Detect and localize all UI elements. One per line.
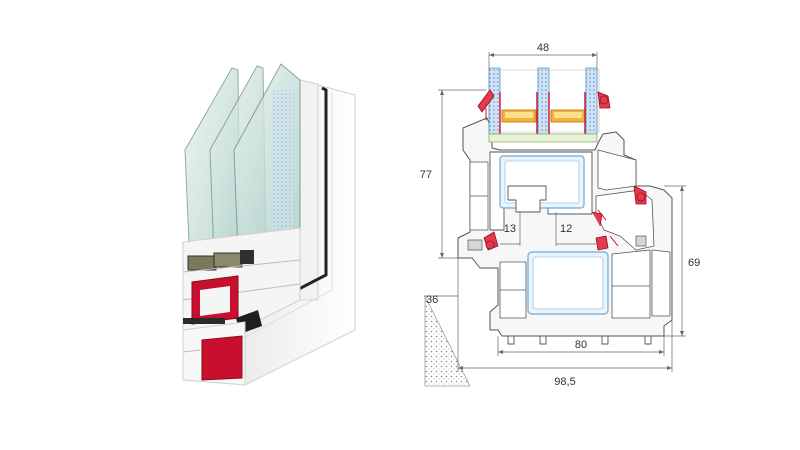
profile-section-drawing: 48 77 69 13 12 36 80 98,5: [420, 42, 701, 388]
gaskets: [477, 89, 647, 251]
triple-glazing: [184, 63, 301, 266]
dim-label-13: 13: [504, 223, 516, 235]
dim-label-36: 36: [426, 294, 438, 306]
glass-pane-middle: [537, 67, 550, 135]
dim-label-77: 77: [420, 169, 432, 181]
dim-label-12: 12: [560, 223, 572, 235]
wall-hatch: [424, 295, 471, 387]
secondary-seal: [488, 133, 598, 143]
dim-label-80: 80: [575, 339, 587, 351]
dim-label-98-5: 98,5: [554, 376, 575, 388]
sash-section: [182, 227, 301, 346]
dim-label-48: 48: [537, 42, 549, 54]
dimension-lines: [424, 52, 686, 372]
glass-pane-inner: [585, 67, 598, 135]
dim-label-69: 69: [688, 257, 700, 269]
window-cutaway-render: [182, 63, 356, 386]
frame-section: [182, 321, 246, 386]
dimension-ticks: [440, 53, 684, 370]
